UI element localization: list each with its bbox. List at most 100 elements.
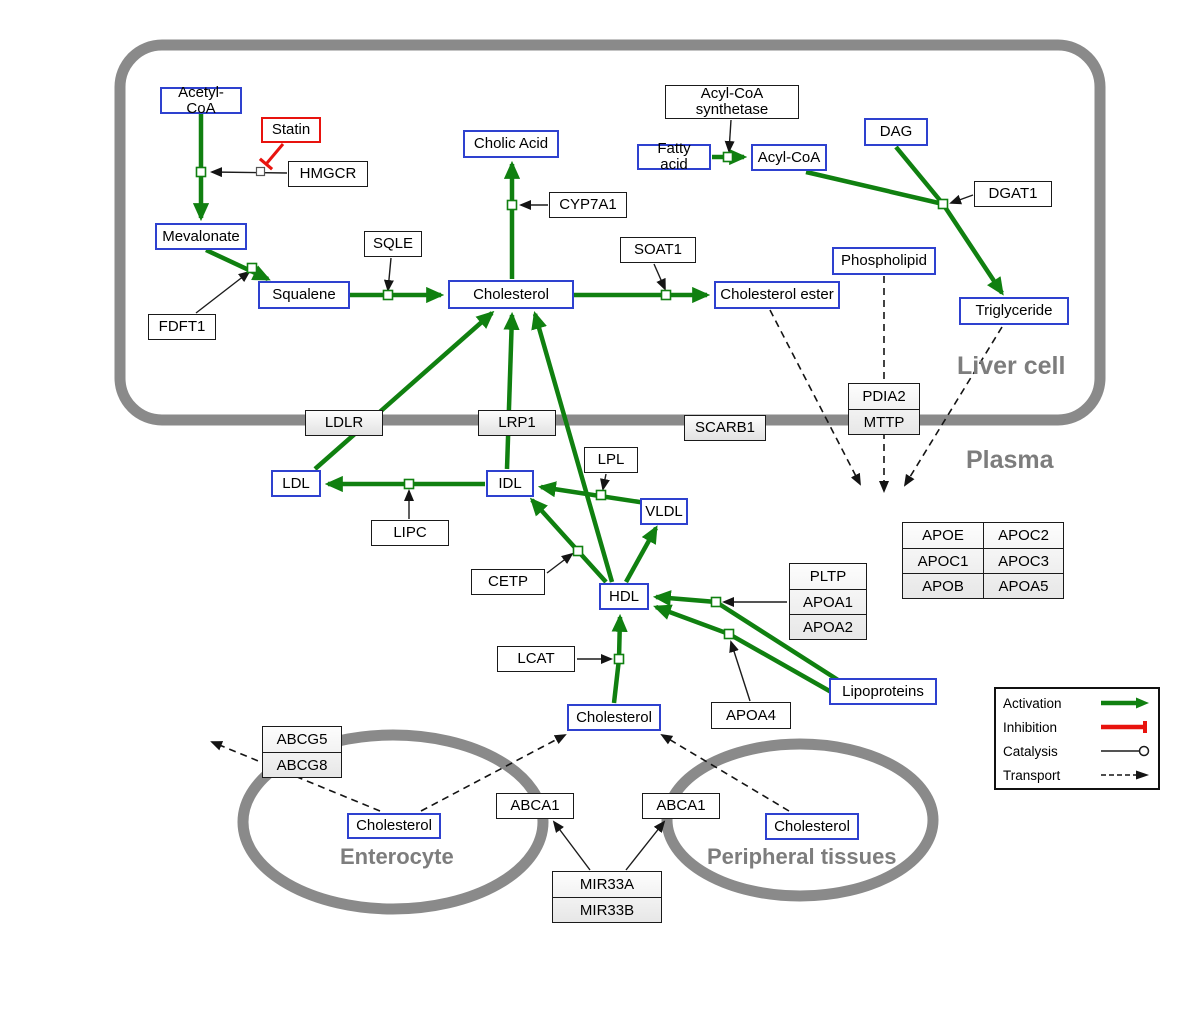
- edge-dag-dgat1-junction: [894, 145, 945, 206]
- catalysis-cetp: [546, 552, 574, 574]
- reaction-square: [723, 628, 735, 640]
- node-abca1-left[interactable]: ABCA1: [496, 793, 574, 819]
- node-vldl[interactable]: VLDL: [640, 498, 688, 525]
- node-mir33b[interactable]: MIR33B: [553, 897, 661, 922]
- node-cholic-acid[interactable]: Cholic Acid: [463, 130, 559, 158]
- edge-mevalonate-squalene: [205, 247, 271, 282]
- enterocyte-label: Enterocyte: [340, 844, 454, 869]
- node-scarb1[interactable]: SCARB1: [684, 415, 766, 441]
- node-pltp[interactable]: PLTP: [809, 568, 847, 585]
- node-sqle[interactable]: SQLE: [364, 231, 422, 257]
- node-cetp[interactable]: CETP: [471, 569, 545, 595]
- peripheral-tissues-membrane: [661, 738, 939, 902]
- node-idl[interactable]: IDL: [486, 470, 534, 497]
- legend-inhibition-label: Inhibition: [1003, 719, 1058, 735]
- node-cyp7a1[interactable]: CYP7A1: [549, 192, 627, 218]
- catalysis-lpl: [600, 473, 610, 491]
- reaction-square: [572, 545, 584, 557]
- node-cholesterol-enterocyte[interactable]: Cholesterol: [347, 813, 441, 839]
- node-abca1-right[interactable]: ABCA1: [642, 793, 720, 819]
- legend-row-inhibition: Inhibition: [996, 715, 1158, 739]
- transport-enterocyte-abca1-cholesterol: [420, 734, 567, 812]
- legend-transport-label: Transport: [1003, 767, 1061, 783]
- node-acetyl-coa[interactable]: Acetyl-CoA: [160, 84, 242, 116]
- reaction-square: [506, 199, 518, 211]
- node-dgat1[interactable]: DGAT1: [974, 181, 1052, 207]
- liver-cell-label: Liver cell: [957, 352, 1066, 380]
- enterocyte-membrane: [237, 729, 549, 915]
- node-apob[interactable]: APOB: [903, 573, 983, 598]
- node-fdft1[interactable]: FDFT1: [148, 314, 216, 340]
- node-acyl-coa-synthetase[interactable]: Acyl-CoA synthetase: [665, 85, 799, 119]
- node-phospholipid[interactable]: Phospholipid: [832, 247, 936, 275]
- node-apoc3[interactable]: APOC3: [983, 548, 1063, 573]
- node-apoa5[interactable]: APOA5: [983, 573, 1063, 598]
- edge-junction-triglyceride: [941, 202, 1004, 296]
- reaction-square: [246, 262, 258, 274]
- node-cholesterol-liver[interactable]: Cholesterol: [448, 280, 574, 309]
- node-cholesterol-plasma[interactable]: Cholesterol: [567, 704, 661, 731]
- peripheral-tissues-label: Peripheral tissues: [707, 844, 897, 869]
- transport-triglyceride-plasma: [903, 326, 1003, 487]
- node-soat1[interactable]: SOAT1: [620, 237, 696, 263]
- catalysis-dgat1: [949, 194, 974, 205]
- node-mttp[interactable]: MTTP: [849, 409, 919, 434]
- edge-mir33-abca1-right: [625, 820, 666, 871]
- edge-idl-cholesterol-uptake: [503, 311, 520, 470]
- node-lrp1[interactable]: LRP1: [478, 410, 556, 436]
- edge-ldl-cholesterol-uptake: [313, 310, 495, 471]
- node-cholesterol-peripheral[interactable]: Cholesterol: [765, 813, 859, 840]
- legend: Activation Inhibition Catalysis Transpor…: [994, 687, 1160, 790]
- table-apolipoproteins: APOE APOC2 APOC1 APOC3 APOB APOA5: [902, 522, 1064, 599]
- transport-cholesterolester-plasma: [769, 309, 861, 486]
- node-mir33a[interactable]: MIR33A: [579, 876, 635, 893]
- node-apoa2[interactable]: APOA2: [790, 614, 866, 639]
- catalysis-circle-icon: [1101, 745, 1150, 757]
- transport-dashed-arrow-icon: [1101, 770, 1149, 780]
- edge-acylcoa-dgat1-junction: [805, 169, 944, 207]
- node-apoa4[interactable]: APOA4: [711, 702, 791, 729]
- legend-row-catalysis: Catalysis: [996, 739, 1158, 763]
- edge-hdl-vldl: [624, 525, 658, 584]
- node-abcg8[interactable]: ABCG8: [263, 752, 341, 777]
- reaction-square: [710, 596, 722, 608]
- node-ldl[interactable]: LDL: [271, 470, 321, 497]
- activation-arrow-icon: [1101, 697, 1149, 709]
- reaction-square: [403, 478, 415, 490]
- node-squalene[interactable]: Squalene: [258, 281, 350, 309]
- reaction-square: [722, 151, 734, 163]
- node-statin[interactable]: Statin: [261, 117, 321, 143]
- node-lcat[interactable]: LCAT: [497, 646, 575, 672]
- node-lipc[interactable]: LIPC: [371, 520, 449, 546]
- table-mir33: MIR33A MIR33B: [552, 871, 662, 923]
- node-triglyceride[interactable]: Triglyceride: [959, 297, 1069, 325]
- legend-catalysis-label: Catalysis: [1003, 743, 1058, 759]
- node-ldlr[interactable]: LDLR: [305, 410, 383, 436]
- node-cholesterol-ester[interactable]: Cholesterol ester: [714, 281, 840, 309]
- node-apoc1[interactable]: APOC1: [903, 548, 983, 573]
- node-hmgcr[interactable]: HMGCR: [288, 161, 368, 187]
- legend-row-activation: Activation: [996, 691, 1158, 715]
- edge-hdl-cholesterol-uptake: [531, 310, 615, 583]
- node-apoa1[interactable]: APOA1: [790, 589, 866, 614]
- node-apoe[interactable]: APOE: [922, 527, 964, 544]
- node-mevalonate[interactable]: Mevalonate: [155, 223, 247, 250]
- node-dag[interactable]: DAG: [864, 118, 928, 146]
- reaction-square: [382, 289, 394, 301]
- node-abcg5[interactable]: ABCG5: [276, 731, 328, 748]
- node-hdl[interactable]: HDL: [599, 583, 649, 610]
- node-pdia2[interactable]: PDIA2: [862, 388, 906, 405]
- node-lipoproteins[interactable]: Lipoproteins: [829, 678, 937, 705]
- node-apoc2[interactable]: APOC2: [983, 523, 1063, 548]
- reaction-square: [937, 198, 949, 210]
- node-acyl-coa[interactable]: Acyl-CoA: [751, 144, 827, 171]
- catalysis-fdft1: [195, 270, 251, 314]
- table-pltp-apoa: PLTP APOA1 APOA2: [789, 563, 867, 640]
- node-fatty-acid[interactable]: Fatty acid: [637, 141, 711, 172]
- node-lpl[interactable]: LPL: [584, 447, 638, 473]
- statin-target-site: [255, 166, 266, 177]
- reaction-square: [660, 289, 672, 301]
- reaction-square: [595, 489, 607, 501]
